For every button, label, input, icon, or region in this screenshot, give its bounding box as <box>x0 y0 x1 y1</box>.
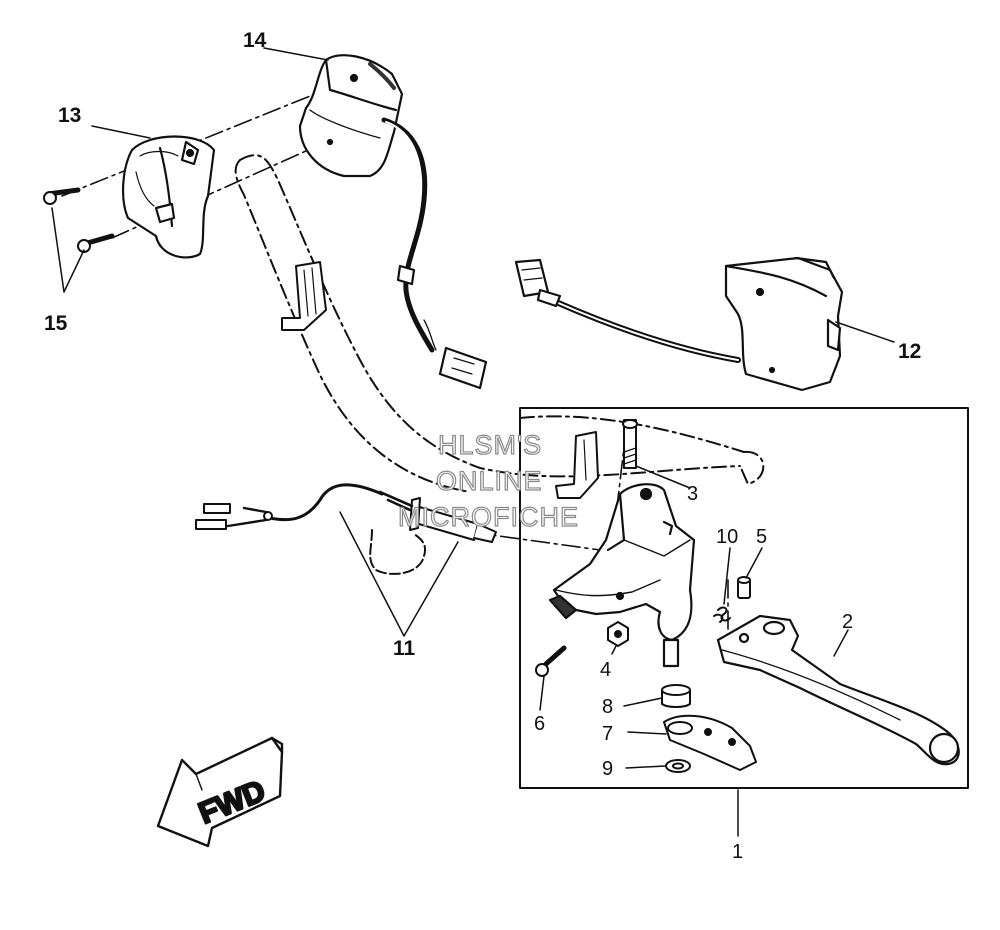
handlebar-clamp-lower <box>555 431 599 499</box>
callout-7: 7 <box>602 723 613 745</box>
watermark-line-2: ONLINE <box>436 466 543 496</box>
callout-9: 9 <box>602 758 613 780</box>
watermark-line-1: HLSM'S <box>438 430 542 460</box>
callout-13: 13 <box>58 104 81 127</box>
callout-leaders <box>51 47 895 837</box>
part-11-switch-leads <box>195 483 497 575</box>
fwd-direction-arrow: FWD <box>156 736 284 848</box>
part-2-lever <box>716 614 960 766</box>
callout-14: 14 <box>243 29 267 52</box>
part-1-assembly-box <box>519 407 969 789</box>
callout-11: 11 <box>393 637 416 660</box>
part-14-switch-housing <box>298 54 488 390</box>
callout-6: 6 <box>534 713 545 735</box>
callout-1: 1 <box>732 841 743 863</box>
handlebar-clamp-upper <box>281 261 327 331</box>
part-6-screw <box>535 645 567 677</box>
callout-15: 15 <box>44 312 68 335</box>
callout-5: 5 <box>756 526 767 548</box>
callout-labels: 14 13 15 12 3 2 10 5 4 6 8 7 9 11 1 <box>44 29 921 863</box>
part-4-nut <box>607 621 629 647</box>
part-10-spring <box>713 606 731 623</box>
part-13-switch-housing <box>121 135 216 259</box>
part-7-plate <box>663 714 757 771</box>
callout-2: 2 <box>842 611 853 633</box>
part-12-switch-assembly <box>514 256 844 392</box>
callout-10: 10 <box>716 526 738 548</box>
part-8-collar <box>661 684 691 708</box>
callout-8: 8 <box>602 696 613 718</box>
part-5-pin <box>737 576 751 599</box>
callout-12: 12 <box>898 340 921 363</box>
callout-4: 4 <box>600 659 611 681</box>
part-15-screws <box>43 187 115 253</box>
part-3-bolt <box>622 419 638 469</box>
watermark-line-3: MICROFICHE <box>398 502 579 532</box>
lever-holder-bracket <box>548 483 696 668</box>
part-9-washer <box>665 759 691 773</box>
callout-3: 3 <box>687 483 698 505</box>
watermark: HLSM'S ONLINE MICROFICHE <box>397 429 579 532</box>
